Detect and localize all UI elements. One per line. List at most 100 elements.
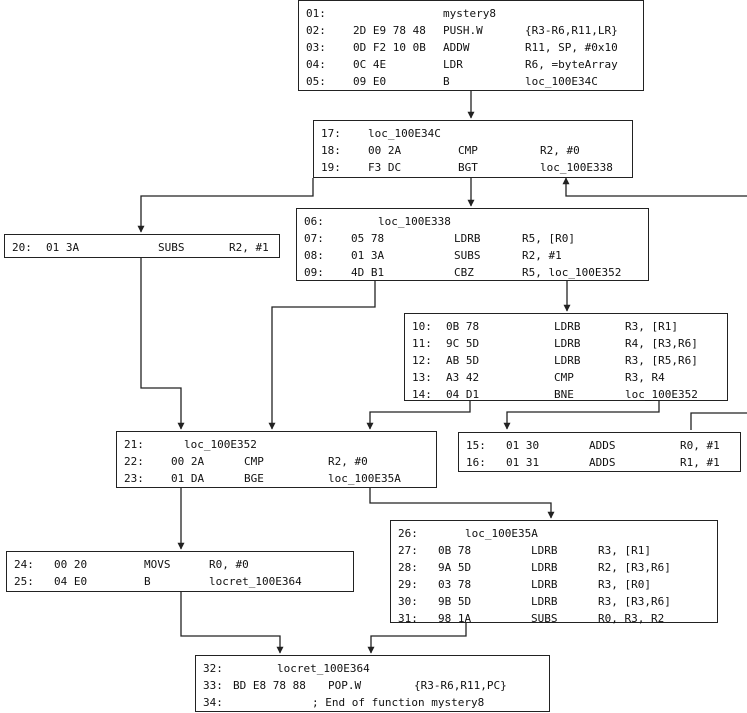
opcode-bytes: 03 78 <box>438 578 472 591</box>
line-number: 26: <box>398 527 418 540</box>
block-label: loc_100E35A <box>465 527 538 540</box>
mnemonic: SUBS <box>531 612 558 625</box>
line-number: 05: <box>306 75 326 88</box>
mnemonic: CMP <box>554 371 574 384</box>
edge-loop-check-to-subs <box>137 178 314 233</box>
operands: R11, SP, #0x10 <box>525 41 618 54</box>
line-number: 20: <box>12 241 32 254</box>
mnemonic: POP.W <box>328 679 362 692</box>
line-number: 33: <box>203 679 223 692</box>
operands: {R3-R6,R11,LR} <box>525 24 618 37</box>
mnemonic: LDRB <box>531 561 558 574</box>
line-number: 13: <box>412 371 432 384</box>
edge-byte-compare-to-increment <box>503 401 660 430</box>
line-number: 07: <box>304 232 324 245</box>
line-number: 12: <box>412 354 432 367</box>
line-number: 10: <box>412 320 432 333</box>
opcode-bytes: 01 30 <box>506 439 540 452</box>
line-number: 01: <box>306 7 326 20</box>
instruction-line: 01: mystery8 <box>306 5 637 22</box>
operands: R0, #1 <box>680 439 720 452</box>
mnemonic: PUSH.W <box>443 24 483 37</box>
line-number: 04: <box>306 58 326 71</box>
opcode-bytes: 01 3A <box>46 241 80 254</box>
line-number: 22: <box>124 455 144 468</box>
edge-difference-to-exit <box>367 623 467 654</box>
operands: R2, #1 <box>229 241 269 254</box>
line-number: 30: <box>398 595 418 608</box>
opcode-bytes: F3 DC <box>368 161 402 174</box>
operands: R3, R4 <box>625 371 665 384</box>
mnemonic: SUBS <box>158 241 185 254</box>
line-number: 06: <box>304 215 324 228</box>
opcode-bytes: 09 E0 <box>353 75 387 88</box>
instruction-line: 06: loc_100E338 <box>304 213 642 230</box>
block-label: loc_100E34C <box>368 127 441 140</box>
mnemonic: ADDW <box>443 41 470 54</box>
operands: R5, loc_100E352 <box>522 266 622 279</box>
line-number: 14: <box>412 388 432 401</box>
line-number: 15: <box>466 439 486 452</box>
edge-increment-back-to-loop-check <box>562 177 747 430</box>
operands: R2, [R3,R6] <box>598 561 671 574</box>
block-label: loc_100E338 <box>378 215 451 228</box>
operands: R3, [R1] <box>625 320 678 333</box>
operands: loc_100E34C <box>525 75 598 88</box>
mnemonic: LDRB <box>554 320 581 333</box>
block-label: mystery8 <box>443 7 496 20</box>
line-number: 25: <box>14 575 34 588</box>
mnemonic: LDRB <box>531 595 558 608</box>
opcode-bytes: 9C 5D <box>446 337 480 350</box>
operands: R2, #0 <box>540 144 580 157</box>
opcode-bytes: BD E8 78 88 <box>233 679 306 692</box>
line-number: 29: <box>398 578 418 591</box>
operands: R3, [R0] <box>598 578 651 591</box>
line-number: 21: <box>124 438 144 451</box>
operands: R3, [R1] <box>598 544 651 557</box>
operands: loc_100E352 <box>625 388 698 401</box>
comment: ; End of function mystery8 <box>312 696 485 709</box>
line-number: 31: <box>398 612 418 625</box>
operands: R0, R3, R2 <box>598 612 665 625</box>
mnemonic: LDRB <box>454 232 481 245</box>
line-number: 24: <box>14 558 34 571</box>
operands: R0, #0 <box>209 558 249 571</box>
mnemonic: LDRB <box>554 337 581 350</box>
line-number: 17: <box>321 127 341 140</box>
instruction-line: 20: 01 3A SUBS R2, #1 <box>12 239 273 256</box>
mnemonic: B <box>443 75 450 88</box>
mnemonic: MOVS <box>144 558 171 571</box>
operands: loc_100E338 <box>540 161 613 174</box>
mnemonic: BNE <box>554 388 574 401</box>
opcode-bytes: 9B 5D <box>438 595 472 608</box>
operands: R6, =byteArray <box>525 58 618 71</box>
mnemonic: LDRB <box>531 578 558 591</box>
operands: R5, [R0] <box>522 232 575 245</box>
mnemonic: ADDS <box>589 456 616 469</box>
